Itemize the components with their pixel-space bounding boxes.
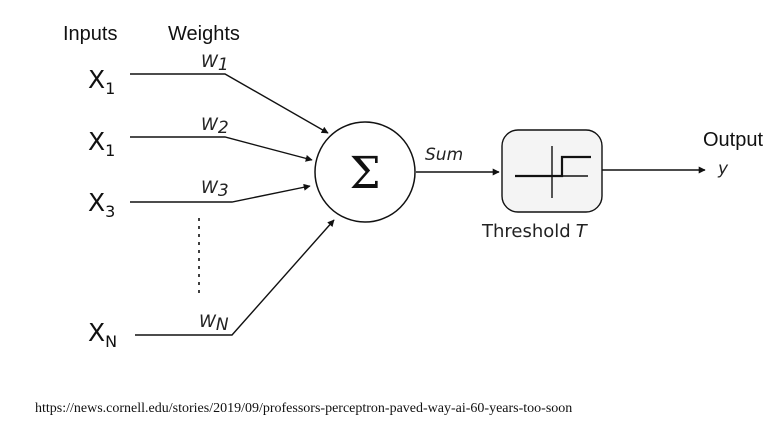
input-line-3	[130, 183, 311, 203]
weight-label-1: W1	[201, 52, 229, 75]
svg-text:W1: W1	[201, 52, 229, 75]
sum-label: Sum	[425, 145, 463, 165]
weight-label-2: W2	[201, 115, 229, 138]
input-line-1	[130, 73, 329, 134]
svg-text:WN: WN	[199, 312, 229, 335]
svg-text:X1: X1	[88, 65, 115, 98]
input-line-n	[135, 219, 335, 336]
svg-text:W2: W2	[201, 115, 229, 138]
output-header: Output	[703, 129, 763, 151]
weight-label-n: WN	[199, 312, 229, 335]
input-label-n: XN	[88, 318, 117, 351]
step-function-icon	[515, 146, 591, 198]
weight-label-3: W3	[201, 178, 229, 201]
weights-header: Weights	[168, 23, 240, 45]
input-label-1: X1	[88, 65, 115, 98]
output-symbol: y	[717, 159, 729, 179]
summation-symbol: Σ	[349, 148, 380, 199]
inputs-header: Inputs	[63, 23, 117, 45]
svg-text:XN: XN	[88, 318, 117, 351]
svg-text:W3: W3	[201, 178, 229, 201]
input-label-2: X1	[88, 127, 115, 160]
svg-text:X1: X1	[88, 127, 115, 160]
input-label-3: X3	[88, 188, 115, 221]
input-line-2	[130, 136, 313, 162]
summation-node	[314, 121, 416, 223]
source-url: https://news.cornell.edu/stories/2019/09…	[35, 401, 573, 416]
svg-text:X3: X3	[88, 188, 115, 221]
